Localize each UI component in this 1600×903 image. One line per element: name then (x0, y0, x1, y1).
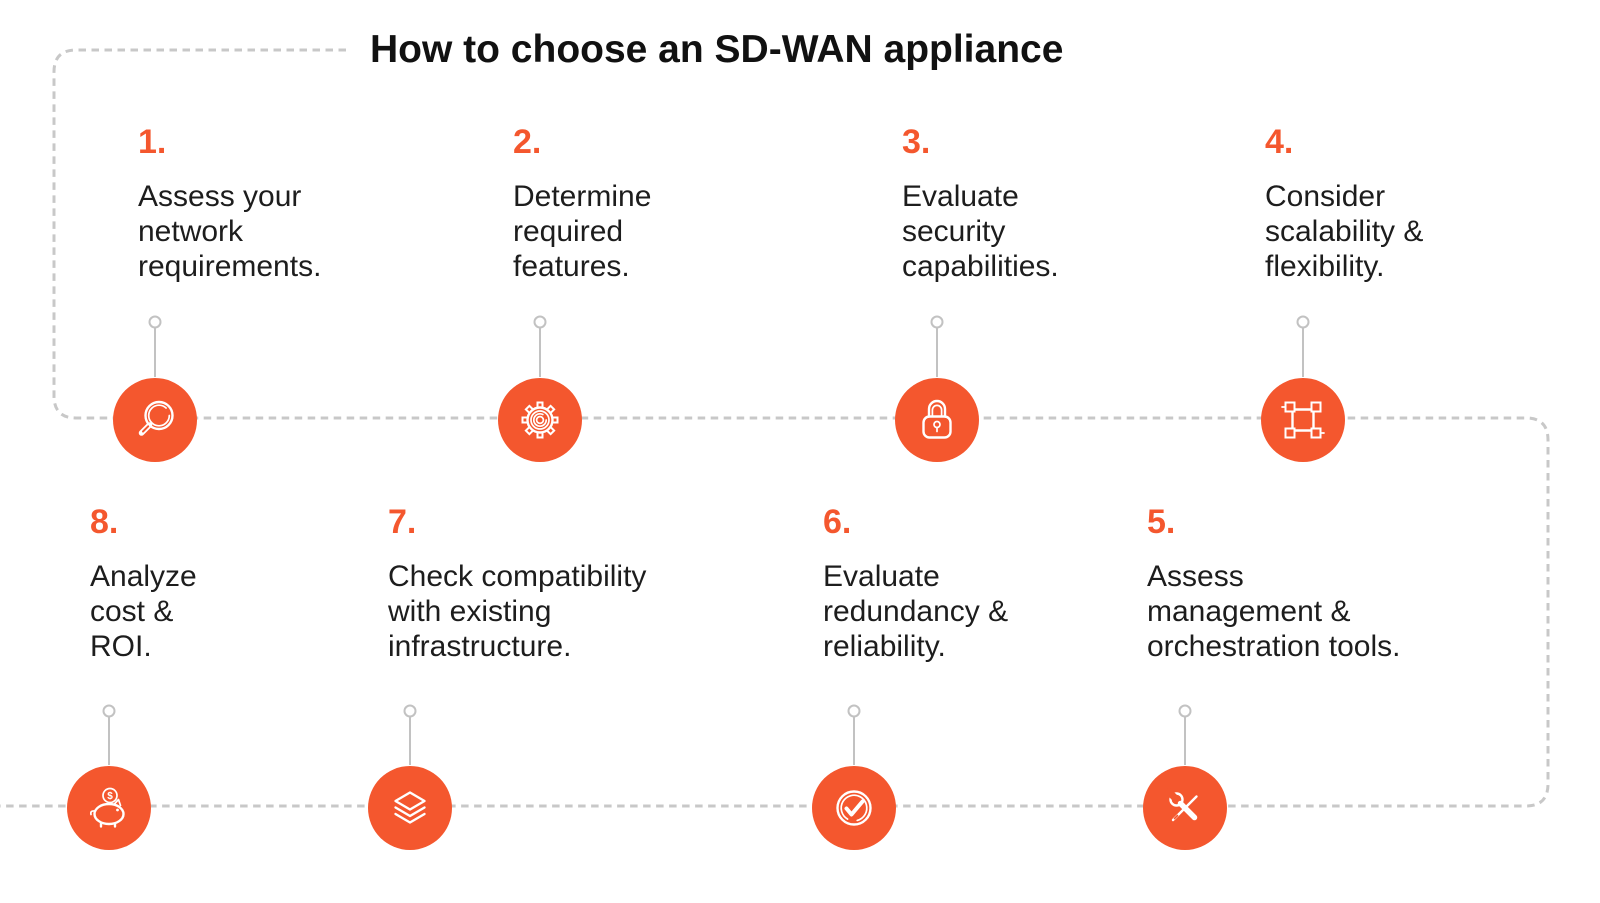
step-6-line-1: Evaluate (823, 560, 940, 593)
magnifying-glass-icon (138, 400, 174, 436)
step-4-line-2: scalability & (1265, 215, 1424, 248)
step-5-text: Assess management & orchestration tools. (1147, 559, 1527, 664)
step-7-line-1: Check compatibility (388, 560, 647, 593)
step-7-number: 7. (388, 503, 417, 541)
step-3-badge (895, 378, 979, 462)
step-7-line-3: infrastructure. (388, 630, 572, 663)
step-7-line-2: with existing (388, 595, 552, 628)
connector-ring (403, 704, 417, 718)
check-circle-icon (836, 790, 872, 826)
page-title: How to choose an SD-WAN appliance (370, 28, 1064, 71)
tools-icon (1165, 788, 1198, 822)
step-2: 2. Determine required features. (513, 122, 893, 284)
layers-icon (394, 791, 426, 824)
step-8-line-3: ROI. (90, 630, 152, 663)
step-1-text: Assess your network requirements. (138, 179, 518, 284)
step-3-line-1: Evaluate (902, 180, 1019, 213)
connector-ring (1178, 704, 1192, 718)
step-2-line-1: Determine (513, 180, 652, 213)
gear-icon (521, 401, 559, 439)
step-4-line-3: flexibility. (1265, 250, 1385, 283)
connector-ring (148, 315, 162, 329)
step-5-line-1: Assess (1147, 560, 1244, 593)
step-3-line-3: capabilities. (902, 250, 1059, 283)
step-5-line-3: orchestration tools. (1147, 630, 1401, 663)
step-6: 6. Evaluate redundancy & reliability. (823, 502, 1203, 664)
step-4-line-1: Consider (1265, 180, 1386, 213)
step-3-line-2: security (902, 215, 1006, 248)
connector-step-8 (102, 704, 116, 765)
step-8-number: 8. (90, 503, 119, 541)
step-6-text: Evaluate redundancy & reliability. (823, 559, 1203, 664)
step-8-text: Analyze cost & ROI. (90, 559, 470, 664)
step-1-number: 1. (138, 123, 167, 161)
step-6-number: 6. (823, 503, 852, 541)
step-5-line-2: management & (1147, 595, 1351, 628)
connector-step-3 (930, 315, 944, 377)
step-7: 7. Check compatibility with existing inf… (388, 502, 768, 664)
connector-step-7 (403, 704, 417, 765)
connector-ring (930, 315, 944, 329)
step-4-text: Consider scalability & flexibility. (1265, 179, 1600, 284)
connector-ring (1296, 315, 1310, 329)
step-1-badge (113, 378, 197, 462)
step-2-number: 2. (513, 123, 542, 161)
step-3-text: Evaluate security capabilities. (902, 179, 1282, 284)
connector-step-5 (1178, 704, 1192, 765)
step-7-text: Check compatibility with existing infras… (388, 559, 768, 664)
step-8-line-2: cost & (90, 595, 174, 628)
step-8: 8. Analyze cost & ROI. (90, 502, 470, 664)
step-2-badge (498, 378, 582, 462)
step-7-badge (368, 766, 452, 850)
step-6-badge (812, 766, 896, 850)
connector-ring (533, 315, 547, 329)
step-8-line-1: Analyze (90, 560, 197, 593)
step-5-badge (1143, 766, 1227, 850)
piggy-bank-icon: $ (89, 787, 125, 828)
step-1-line-1: Assess your (138, 180, 302, 213)
step-3: 3. Evaluate security capabilities. (902, 122, 1282, 284)
connector-step-2 (533, 315, 547, 377)
step-1-line-2: network (138, 215, 244, 248)
scale-frame-icon (1281, 401, 1325, 439)
connector-step-6 (847, 704, 861, 765)
connector-step-1 (148, 315, 162, 377)
step-8-badge: $ (67, 766, 151, 850)
step-6-line-2: redundancy & (823, 595, 1009, 628)
step-6-line-3: reliability. (823, 630, 946, 663)
step-4: 4. Consider scalability & flexibility. (1265, 122, 1600, 284)
step-1-line-3: requirements. (138, 250, 322, 283)
step-5: 5. Assess management & orchestration too… (1147, 502, 1527, 664)
connector-ring (102, 704, 116, 718)
step-4-badge (1261, 378, 1345, 462)
connector-ring (847, 704, 861, 718)
step-2-line-3: features. (513, 250, 630, 283)
step-5-number: 5. (1147, 503, 1176, 541)
step-2-text: Determine required features. (513, 179, 893, 284)
step-3-number: 3. (902, 123, 931, 161)
step-1: 1. Assess your network requirements. (138, 122, 518, 284)
step-2-line-2: required (513, 215, 624, 248)
step-4-number: 4. (1265, 123, 1294, 161)
padlock-icon (922, 399, 952, 439)
coin-dollar-symbol: $ (107, 791, 113, 802)
connector-step-4 (1296, 315, 1310, 377)
